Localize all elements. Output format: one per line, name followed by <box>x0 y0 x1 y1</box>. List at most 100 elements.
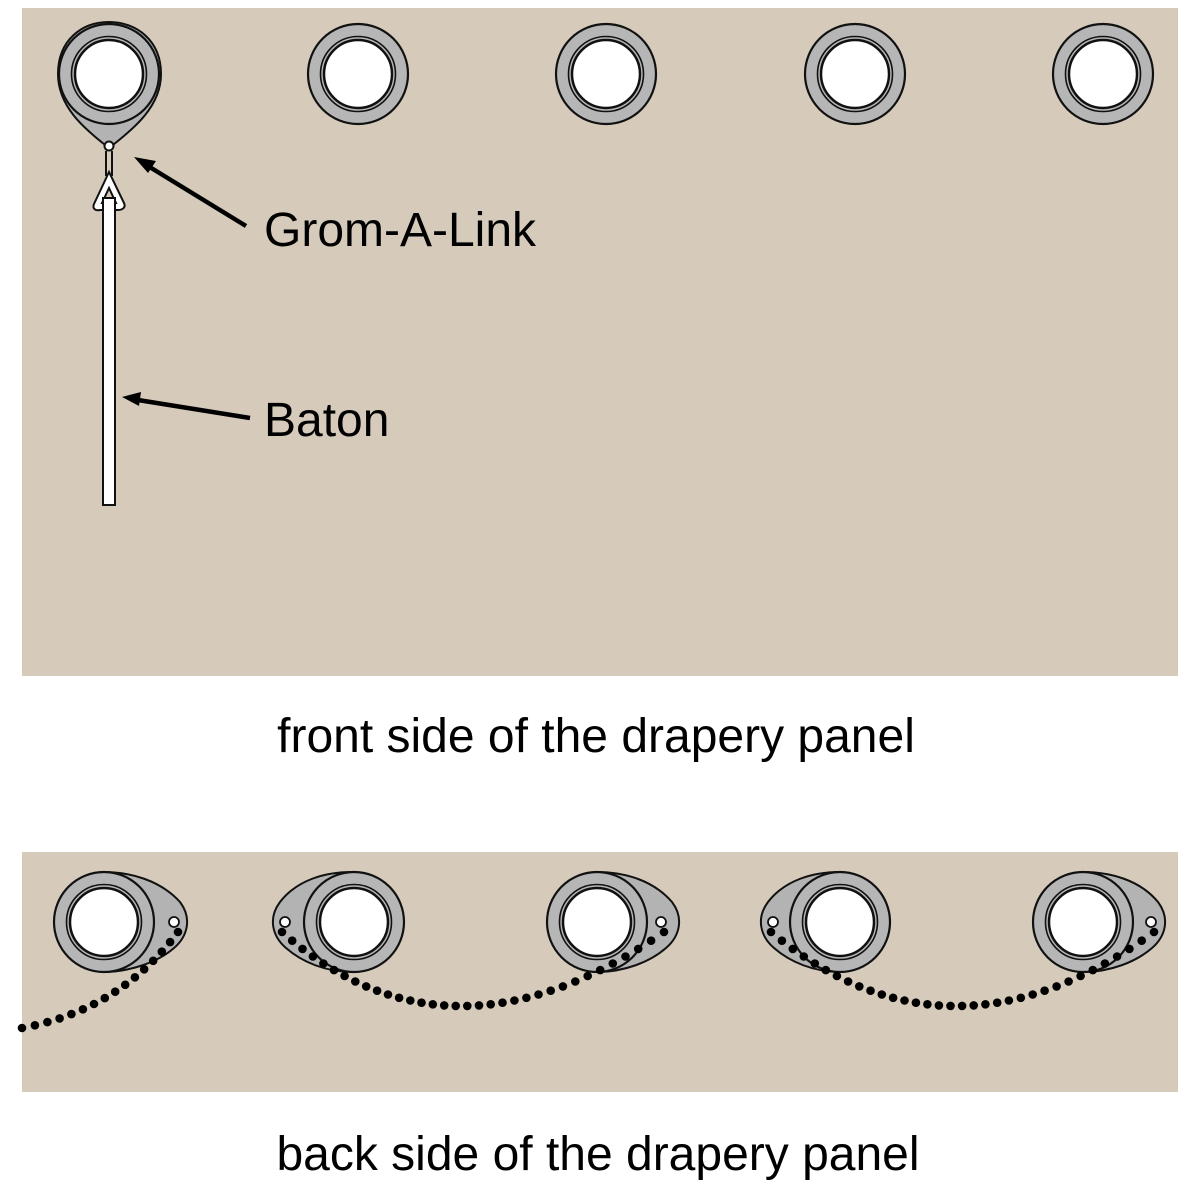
back-grommet <box>52 870 156 974</box>
chain-bead <box>1100 959 1110 968</box>
chain-bead <box>1137 936 1146 945</box>
link-hole <box>1145 916 1157 928</box>
chain-bead <box>888 993 898 1003</box>
baton-callout-arrow <box>122 392 251 421</box>
chain-bead <box>110 987 120 996</box>
link-hole <box>655 916 667 928</box>
chain-bead <box>55 1014 64 1023</box>
chain-bead <box>900 996 909 1005</box>
chain-bead <box>777 936 787 945</box>
chain-bead <box>351 977 360 986</box>
front-grommet <box>306 22 410 126</box>
baton <box>102 197 116 506</box>
chain-bead <box>799 952 809 961</box>
chain-bead <box>934 1001 944 1010</box>
chain-bead <box>451 1001 461 1011</box>
baton-label: Baton <box>264 394 389 447</box>
back-grommet <box>788 870 892 974</box>
chain-bead <box>810 959 820 968</box>
chain-bead <box>1112 952 1122 961</box>
chain-bead <box>832 971 842 981</box>
back-grommet <box>545 870 649 974</box>
chain-bead <box>340 971 349 981</box>
chain-bead <box>1064 977 1073 986</box>
chain-bead <box>120 980 130 990</box>
chain-bead <box>571 977 580 986</box>
chain-bead <box>148 956 158 966</box>
chain-bead <box>659 927 669 937</box>
chain-bead <box>1040 986 1049 995</box>
chain-bead <box>474 1001 484 1010</box>
chain-bead <box>157 947 167 956</box>
chain-bead <box>439 1001 449 1010</box>
link-hole <box>767 916 779 928</box>
chain-bead <box>329 965 339 975</box>
chain-bead <box>821 965 831 975</box>
chain-bead <box>522 993 531 1003</box>
chain-bead <box>298 944 307 954</box>
chain-bead <box>946 1001 955 1011</box>
chain-bead <box>992 998 1002 1007</box>
chain-bead <box>788 944 798 954</box>
chain-bead <box>394 993 404 1003</box>
chain-bead <box>498 998 507 1007</box>
chain-bead <box>646 936 656 945</box>
chain-bead <box>30 1021 40 1030</box>
chain-bead <box>608 959 618 968</box>
chain-bead <box>766 927 776 937</box>
chain-bead <box>277 927 287 937</box>
back-grommet <box>302 870 406 974</box>
chain-bead <box>165 937 175 947</box>
chain-bead <box>89 999 99 1009</box>
back-panel-caption: back side of the drapery panel <box>276 1128 919 1181</box>
chain-bead <box>1088 965 1098 975</box>
chain-bead <box>130 973 140 982</box>
chain-bead <box>595 965 605 975</box>
chain-bead <box>67 1009 76 1019</box>
front-grommet <box>554 22 658 126</box>
chain-bead <box>1052 982 1061 991</box>
chain-bead <box>287 936 297 945</box>
chain-bead <box>139 965 149 974</box>
chain-bead <box>1125 944 1134 954</box>
chain-bead <box>969 1001 978 1010</box>
chain-bead <box>173 927 183 937</box>
link-hole <box>279 916 291 928</box>
chain-bead <box>855 982 864 991</box>
grom-a-link-callout-arrow <box>134 157 248 228</box>
front-panel: Grom-A-Link Baton <box>22 8 1178 676</box>
chain-bead <box>463 1001 472 1011</box>
chain-bead <box>510 996 519 1005</box>
chain-bead <box>911 998 921 1007</box>
chain-bead <box>43 1017 52 1027</box>
link-hole <box>168 916 180 928</box>
chain-bead <box>319 959 328 968</box>
chain-bead <box>100 993 110 1003</box>
back-grommet <box>1031 870 1135 974</box>
bead-chain-group <box>17 927 1159 1033</box>
front-panel-caption: front side of the drapery panel <box>277 710 915 763</box>
chain-bead <box>308 952 318 961</box>
chain-bead <box>843 977 853 986</box>
chain-bead <box>361 982 371 991</box>
chain-bead <box>558 982 568 991</box>
chain-bead <box>633 944 643 954</box>
link-eyelet <box>103 140 115 152</box>
chain-bead <box>1004 996 1014 1005</box>
grom-a-link-label: Grom-A-Link <box>264 204 537 257</box>
chain-bead <box>621 952 630 961</box>
chain-bead <box>923 1000 932 1009</box>
chain-bead <box>78 1005 88 1014</box>
chain-bead <box>417 998 426 1007</box>
chain-bead <box>383 990 393 999</box>
front-grommet <box>803 22 907 126</box>
chain-bead <box>877 990 887 999</box>
chain-bead <box>1016 993 1026 1003</box>
front-grommet <box>57 22 161 126</box>
back-panel <box>17 852 1178 1092</box>
chain-bead <box>583 971 592 981</box>
baton-hook <box>105 151 113 176</box>
chain-bead <box>428 1000 438 1009</box>
chain-bead <box>1149 927 1159 937</box>
